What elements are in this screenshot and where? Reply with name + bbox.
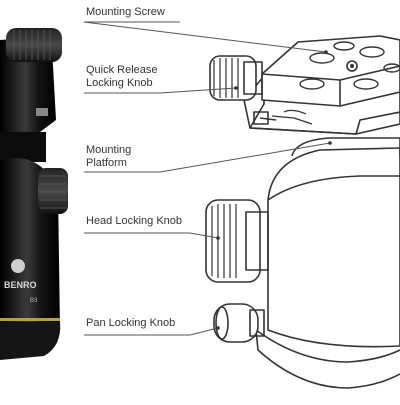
- leader-quick-release: [84, 87, 237, 94]
- label-mounting-platform-line2: Platform: [86, 157, 127, 169]
- label-mounting-platform-line1: Mounting: [86, 144, 132, 156]
- brand-logo-text: BENRO: [4, 280, 37, 290]
- label-quick-release-locking-knob: Quick Release Locking Knob: [84, 64, 160, 90]
- label-quick-release-line2: Locking Knob: [86, 77, 153, 89]
- brand-model-text: B3: [30, 298, 38, 304]
- product-photo: BENRO B3: [0, 28, 68, 360]
- label-quick-release-line1: Quick Release: [86, 64, 158, 76]
- leader-dot: [328, 141, 332, 145]
- leader-lines: [83, 21, 331, 336]
- label-pan-locking-knob: Pan Locking Knob: [84, 317, 178, 330]
- leader-dot: [234, 86, 238, 90]
- label-mounting-screw: Mounting Screw: [84, 6, 167, 19]
- leader-pan-locking: [84, 327, 219, 336]
- leader-dot: [324, 50, 328, 54]
- label-mounting-screw-text: Mounting Screw: [86, 6, 165, 18]
- leader-dot: [216, 236, 220, 240]
- leader-mounting-screw: [83, 21, 327, 53]
- leader-head-locking: [84, 232, 219, 239]
- leader-dot: [216, 326, 220, 330]
- benro-logo-icon: [11, 259, 25, 273]
- label-pan-locking-knob-text: Pan Locking Knob: [86, 317, 176, 329]
- line-drawing: [205, 35, 400, 389]
- label-mounting-platform: Mounting Platform: [84, 144, 134, 170]
- leader-mounting-platform: [84, 142, 331, 173]
- label-head-locking-knob-text: Head Locking Knob: [86, 215, 183, 227]
- label-head-locking-knob: Head Locking Knob: [84, 215, 185, 228]
